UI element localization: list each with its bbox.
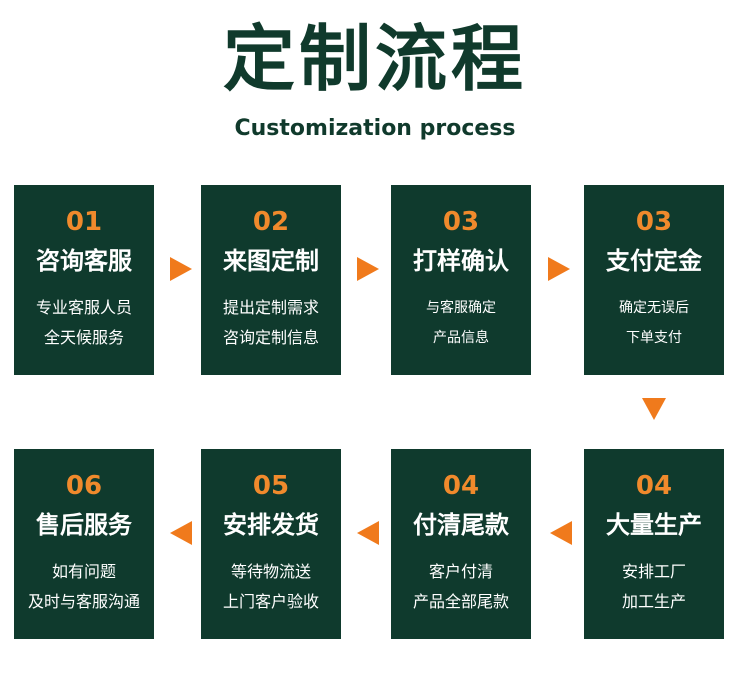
arrow-left-icon (170, 521, 192, 545)
arrow-right-icon (170, 257, 192, 281)
step-card-shipping: 05 安排发货 等待物流送 上门客户验收 (201, 449, 341, 639)
step-description-line1: 安排工厂 (621, 562, 686, 581)
step-description-line2: 咨询定制信息 (222, 328, 319, 347)
step-card-deposit: 03 支付定金 确定无误后 下单支付 (584, 185, 724, 375)
step-title: 来图定制 (223, 247, 319, 275)
arrow-right-icon (548, 257, 570, 281)
step-number: 05 (252, 471, 290, 501)
arrow-right-icon (357, 257, 379, 281)
step-description-line2: 全天候服务 (43, 328, 124, 347)
step-card-sample-confirm: 03 打样确认 与客服确定 产品信息 (391, 185, 531, 375)
step-description-line2: 产品信息 (433, 330, 489, 346)
step-description-line1: 确定无误后 (619, 300, 689, 316)
step-title: 安排发货 (223, 511, 319, 539)
step-title: 咨询客服 (36, 247, 132, 275)
step-title: 打样确认 (413, 247, 509, 275)
arrow-left-icon (550, 521, 572, 545)
step-title: 付清尾款 (413, 511, 509, 539)
step-description-line2: 及时与客服沟通 (27, 592, 140, 611)
step-card-mass-production: 04 大量生产 安排工厂 加工生产 (584, 449, 724, 639)
step-description-line1: 提出定制需求 (222, 298, 319, 317)
step-number: 02 (252, 207, 290, 237)
step-title: 大量生产 (606, 511, 702, 539)
step-card-consult: 01 咨询客服 专业客服人员 全天候服务 (14, 185, 154, 375)
step-title: 支付定金 (606, 247, 702, 275)
page-title: 定制流程 (222, 17, 527, 101)
step-number: 04 (635, 471, 673, 501)
step-card-custom-design: 02 来图定制 提出定制需求 咨询定制信息 (201, 185, 341, 375)
arrow-down-icon (642, 398, 666, 420)
arrow-left-icon (357, 521, 379, 545)
step-title: 售后服务 (36, 511, 132, 539)
step-description-line1: 如有问题 (51, 562, 116, 581)
step-card-final-payment: 04 付清尾款 客户付清 产品全部尾款 (391, 449, 531, 639)
step-description-line2: 下单支付 (626, 330, 682, 346)
step-description-line1: 专业客服人员 (35, 298, 132, 317)
step-number: 03 (442, 207, 480, 237)
step-card-after-sales: 06 售后服务 如有问题 及时与客服沟通 (14, 449, 154, 639)
step-number: 04 (442, 471, 480, 501)
step-description-line1: 客户付清 (428, 562, 493, 581)
step-description-line2: 产品全部尾款 (412, 592, 509, 611)
step-description-line2: 加工生产 (621, 592, 686, 611)
step-description-line1: 等待物流送 (230, 562, 311, 581)
step-number: 03 (635, 207, 673, 237)
step-description-line2: 上门客户验收 (222, 592, 319, 611)
page-subtitle: Customization process (234, 116, 516, 141)
step-number: 01 (65, 207, 103, 237)
step-description-line1: 与客服确定 (426, 300, 496, 316)
step-number: 06 (65, 471, 103, 501)
